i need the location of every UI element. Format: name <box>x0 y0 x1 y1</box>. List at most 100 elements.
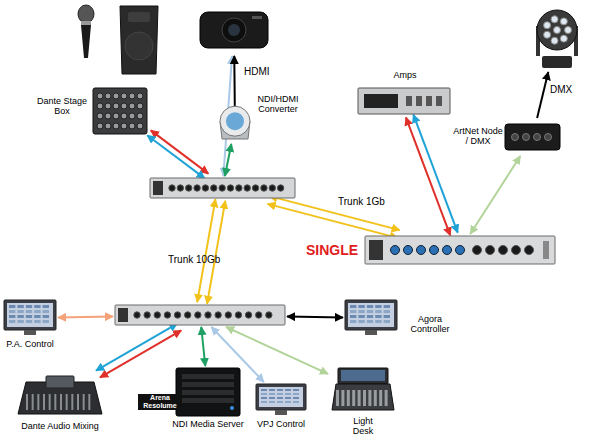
stagebox-connector <box>129 103 135 109</box>
desk-fader <box>347 390 350 406</box>
monitor-cell <box>367 315 373 318</box>
monitor-cell <box>350 305 356 308</box>
desk-screen-frame <box>338 368 388 384</box>
monitor-cell <box>26 305 32 308</box>
switch-port <box>486 246 495 255</box>
stagebox-connector <box>137 123 143 129</box>
stagebox-connector <box>97 113 103 119</box>
switch-port <box>177 185 183 191</box>
switch-chassis <box>365 236 555 264</box>
monitor-cell <box>285 397 291 399</box>
signal-link <box>201 327 205 366</box>
desk-fader <box>336 390 339 406</box>
head-led <box>560 35 567 42</box>
head-lens-housing <box>537 10 577 50</box>
device-icon <box>330 368 396 412</box>
switch-chassis <box>115 305 285 325</box>
amp-grille <box>406 96 412 106</box>
device-node: Arena ResolumeNDI Media Server <box>176 368 240 416</box>
stagebox-connector <box>105 93 111 99</box>
switch-port <box>244 185 250 191</box>
console-fader <box>88 394 90 410</box>
monitor-cell <box>26 310 32 313</box>
server-bay <box>182 374 234 379</box>
monitor-cell <box>269 401 275 403</box>
device-label: SINGLE <box>300 242 364 258</box>
switch-port <box>456 246 465 255</box>
server-bay <box>182 390 234 395</box>
node-port <box>545 134 552 141</box>
switch-port <box>261 185 267 191</box>
projector-body <box>200 12 268 48</box>
console-fader <box>37 394 39 410</box>
switch-port <box>227 185 233 191</box>
head-led <box>554 27 561 34</box>
monitor-frame <box>4 300 56 330</box>
monitor-cell <box>367 305 373 308</box>
signal-link <box>470 156 520 234</box>
monitor-cell <box>375 310 381 313</box>
switch-port <box>269 185 275 191</box>
console-fader <box>54 394 56 410</box>
monitor-frame <box>345 300 397 330</box>
stagebox-connector <box>97 123 103 129</box>
monitor-screen <box>259 387 303 407</box>
device-node: Dante Audio Mixing <box>14 376 106 416</box>
monitor-cell <box>375 315 381 318</box>
device-icon <box>365 236 555 264</box>
device-label: Amps <box>380 70 430 80</box>
signal-link <box>225 144 231 176</box>
projector-glass <box>228 24 240 36</box>
console-fader <box>66 394 68 410</box>
monitor-cell <box>17 310 23 313</box>
signal-link <box>226 327 328 374</box>
signal-link <box>233 56 236 108</box>
microphone-illustration <box>78 5 94 58</box>
switch-port <box>499 246 508 255</box>
device-node <box>528 2 586 70</box>
switch-port <box>186 185 192 191</box>
device-icon <box>256 384 306 416</box>
mic-head <box>78 5 94 23</box>
monitor-cell <box>9 310 15 313</box>
head-led <box>544 31 551 38</box>
amp-grille <box>416 96 422 106</box>
monitor-cell <box>277 397 283 399</box>
link-label: Trunk 10Gb <box>168 254 220 265</box>
switch-port <box>194 185 200 191</box>
stagebox-connector <box>129 113 135 119</box>
stagebox-connector <box>113 123 119 129</box>
switch-port <box>164 312 170 318</box>
switch-port <box>235 312 241 318</box>
monitor-cell <box>293 393 299 395</box>
switch-logo <box>153 181 163 195</box>
monitor-cell <box>358 315 364 318</box>
monitor-cell <box>285 393 291 395</box>
desk-fader <box>352 390 355 406</box>
device-icon <box>14 376 106 416</box>
stagebox-connector <box>97 93 103 99</box>
monitor-cell <box>17 315 23 318</box>
stagebox-connector <box>121 113 127 119</box>
monitor-cell <box>269 389 275 391</box>
device-node: NDI/HDMI Converter <box>218 110 252 142</box>
device-node: P.A. Control <box>4 300 56 336</box>
switch-port <box>430 246 439 255</box>
monitor-cell <box>9 305 15 308</box>
stagebox-connector <box>113 93 119 99</box>
switch-port <box>252 185 258 191</box>
monitor-cell <box>261 397 267 399</box>
switch-port <box>391 246 400 255</box>
switch-port <box>185 312 191 318</box>
monitor-frame <box>256 384 306 410</box>
signal-link <box>147 135 205 178</box>
switch-port <box>211 185 217 191</box>
monitor-cell <box>285 389 291 391</box>
switch-logo <box>369 240 383 260</box>
monitor-cell <box>358 305 364 308</box>
monitor-cell <box>350 310 356 313</box>
monitor-cell <box>26 315 32 318</box>
signal-link <box>58 316 113 319</box>
console-fader <box>77 394 79 410</box>
